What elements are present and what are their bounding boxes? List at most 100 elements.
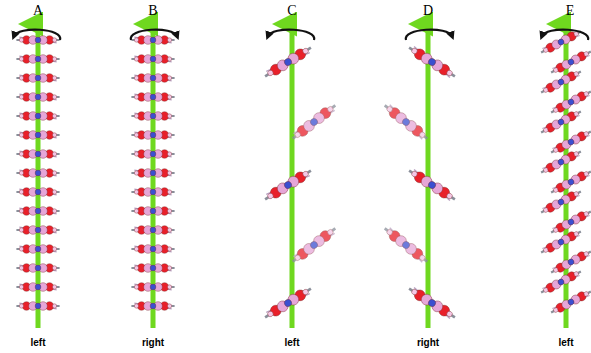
atom-sphere — [427, 298, 437, 308]
bond-stick — [551, 51, 591, 72]
bond-stick — [552, 290, 589, 314]
atom-sphere — [52, 247, 56, 251]
atom-sphere — [553, 107, 559, 113]
bond-stick — [541, 231, 581, 252]
atom-sphere — [52, 285, 56, 289]
rotation-arrow — [131, 30, 177, 40]
atom-sphere — [52, 152, 56, 156]
atom-sphere — [283, 298, 293, 308]
atom-sphere — [167, 190, 171, 194]
bond-stick — [409, 171, 455, 200]
molecule — [16, 74, 59, 83]
atom-sphere — [52, 228, 56, 232]
atom-sphere — [411, 288, 418, 295]
panel-letter: E — [566, 3, 575, 19]
atom-sphere — [543, 127, 549, 133]
bond-stick — [409, 289, 455, 318]
atom-sphere — [302, 288, 309, 295]
atom-sphere — [134, 152, 138, 156]
atom-sphere — [557, 118, 565, 126]
molecule — [131, 93, 174, 102]
molecule — [16, 112, 59, 121]
bond-stick — [541, 151, 581, 172]
rotation-arrow — [542, 30, 588, 40]
molecule — [289, 224, 338, 266]
atom-sphere — [134, 285, 138, 289]
bond-stick — [552, 210, 589, 234]
bond-stick — [541, 111, 581, 132]
molecule — [539, 187, 583, 216]
atom-sphere — [583, 131, 589, 137]
bond-stick — [551, 171, 591, 192]
atom-sphere — [134, 114, 138, 118]
atom-sphere — [543, 247, 549, 253]
bond-stick — [552, 90, 589, 114]
molecule — [539, 67, 583, 96]
molecule — [16, 131, 59, 140]
bond-stick — [551, 251, 591, 272]
atom-sphere — [386, 105, 394, 113]
molecule — [131, 264, 174, 273]
molecule — [539, 227, 583, 256]
bond-stick — [541, 31, 581, 52]
atom-sphere — [150, 189, 156, 195]
molecule — [131, 245, 174, 254]
atom-sphere — [573, 151, 579, 157]
atom-sphere — [134, 190, 138, 194]
panel-letter: A — [33, 3, 43, 19]
bond-stick — [551, 91, 591, 112]
atom-sphere — [309, 117, 319, 127]
atom-sphere — [35, 246, 41, 252]
bond-stick — [410, 288, 454, 319]
bond-stick — [410, 170, 454, 201]
atom-sphere — [553, 67, 559, 73]
handedness-label: left — [31, 337, 46, 348]
atom-sphere — [35, 151, 41, 157]
bond-stick — [552, 50, 589, 74]
atom-sphere — [134, 95, 138, 99]
atom-sphere — [150, 75, 156, 81]
molecule — [16, 226, 59, 235]
molecule — [16, 93, 59, 102]
atom-sphere — [543, 87, 549, 93]
atom-sphere — [543, 167, 549, 173]
atom-sphere — [19, 190, 23, 194]
atom-sphere — [327, 228, 335, 236]
panel-letter: B — [148, 3, 157, 19]
bond-stick — [410, 47, 454, 78]
bond-stick — [409, 48, 455, 77]
atom-sphere — [52, 171, 56, 175]
atom-sphere — [573, 71, 579, 77]
atom-sphere — [543, 47, 549, 53]
atom-sphere — [150, 113, 156, 119]
atom-sphere — [567, 58, 575, 66]
atom-sphere — [35, 189, 41, 195]
atom-sphere — [411, 170, 418, 177]
bond-stick — [551, 211, 591, 232]
molecule — [16, 302, 59, 311]
molecule — [131, 131, 174, 140]
atom-sphere — [167, 247, 171, 251]
atom-sphere — [294, 254, 302, 262]
molecule — [262, 43, 314, 81]
atom-sphere — [583, 51, 589, 57]
atom-sphere — [35, 56, 41, 62]
molecule — [549, 287, 591, 316]
atom-sphere — [401, 117, 411, 127]
atom-sphere — [134, 209, 138, 213]
atom-sphere — [553, 187, 559, 193]
atom-sphere — [543, 207, 549, 213]
atom-sphere — [167, 304, 171, 308]
atom-sphere — [573, 191, 579, 197]
atom-sphere — [309, 240, 319, 250]
atom-sphere — [167, 76, 171, 80]
molecule — [262, 166, 314, 204]
bond-stick — [266, 288, 310, 319]
rotation-arrow — [406, 30, 452, 40]
atom-sphere — [583, 211, 589, 217]
bond-stick — [542, 30, 579, 54]
atom-sphere — [35, 170, 41, 176]
bond-stick — [293, 105, 334, 139]
atom-sphere — [167, 133, 171, 137]
